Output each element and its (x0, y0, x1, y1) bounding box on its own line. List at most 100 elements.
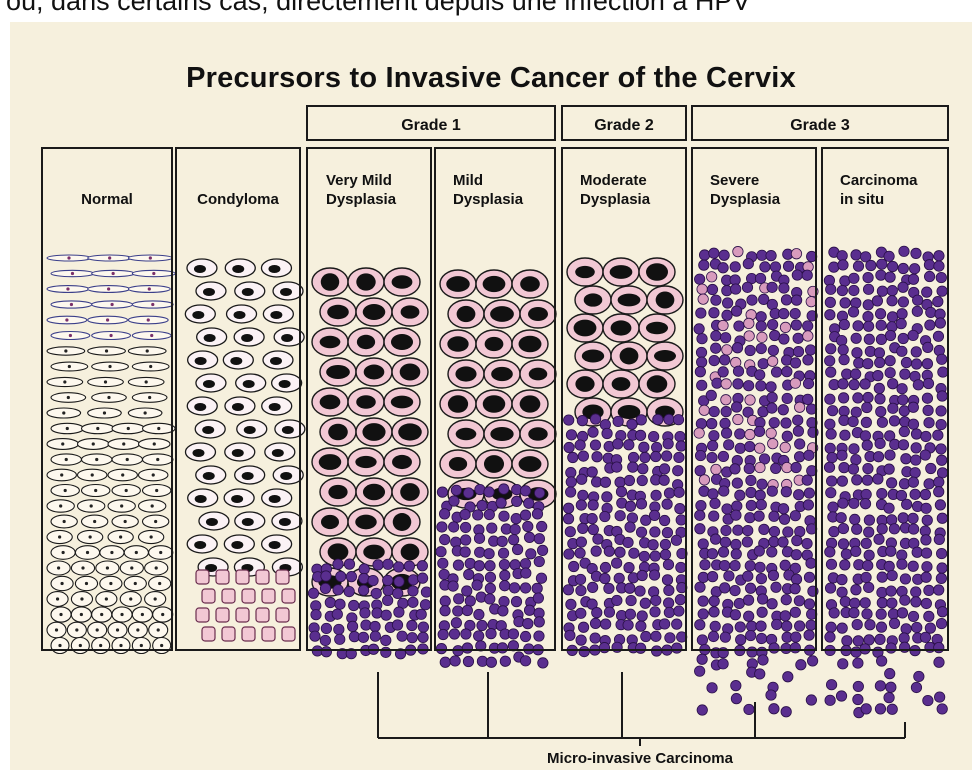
carcinoma-cell (805, 345, 815, 355)
dysplastic-nucleus (575, 376, 594, 392)
carcinoma-cell (936, 618, 946, 628)
carcinoma-cell (754, 426, 764, 436)
basal-cell (499, 596, 509, 606)
carcinoma-cell (745, 561, 755, 571)
carcinoma-cell (826, 284, 836, 294)
carcinoma-cell (910, 467, 920, 477)
carcinoma-cell (936, 419, 946, 429)
basal-cell (566, 430, 576, 440)
normal-cell-nucleus (94, 489, 97, 492)
normal-cell-nucleus (60, 582, 63, 585)
column-label-mild-line2: Dysplasia (453, 191, 524, 208)
carcinoma-cell (719, 355, 729, 365)
basal-cell (460, 547, 470, 557)
carcinoma-cell (921, 431, 931, 441)
basal-cell (437, 487, 447, 497)
carcinoma-cell (698, 609, 708, 619)
koilocyte-nucleus (194, 403, 206, 411)
carcinoma-cell (732, 478, 742, 488)
basal-cell (566, 467, 576, 477)
carcinoma-cell (911, 248, 921, 258)
carcinoma-cell (718, 367, 728, 377)
carcinoma-cell (840, 298, 850, 308)
carcinoma-cell (920, 632, 930, 642)
carcinoma-cell (755, 370, 765, 380)
basal-cell (663, 439, 673, 449)
carcinoma-cell (779, 334, 789, 344)
grade-3-header: Grade 3 (692, 106, 948, 140)
basal-cell (676, 515, 686, 525)
carcinoma-cell (825, 356, 835, 366)
basal-cell (673, 466, 683, 476)
basal-cell (676, 562, 686, 572)
carcinoma-cell (790, 607, 800, 617)
normal-cell-nucleus (71, 272, 74, 275)
basal-cell (321, 571, 331, 581)
carcinoma-cell (849, 598, 859, 608)
normal-cell-nucleus (81, 566, 84, 569)
carcinoma-cell (934, 585, 944, 595)
carcinoma-cell (901, 624, 911, 634)
carcinoma-cell (864, 515, 874, 525)
basal-cell (417, 573, 427, 583)
dysplastic-nucleus (647, 375, 668, 392)
normal-cell-nucleus (155, 566, 158, 569)
normal-cell-nucleus (147, 318, 150, 321)
carcinoma-cell (720, 418, 730, 428)
carcinoma-cell (712, 378, 722, 388)
normal-cell-nucleus (65, 318, 68, 321)
basal-cell (675, 594, 685, 604)
carcinoma-cell (731, 680, 741, 690)
basal-cell (407, 620, 417, 630)
basal-cell (372, 608, 382, 618)
carcinoma-cell (848, 307, 858, 317)
carcinoma-cell (709, 430, 719, 440)
carcinoma-cell (911, 347, 921, 357)
carcinoma-cell (849, 498, 859, 508)
carcinoma-cell (718, 451, 728, 461)
carcinoma-cell (709, 607, 719, 617)
carcinoma-cell (836, 335, 846, 345)
carcinoma-cell (768, 570, 778, 580)
basal-cell (588, 524, 598, 534)
carcinoma-cell (837, 623, 847, 633)
basal-cell (485, 583, 495, 593)
carcinoma-cell (699, 260, 709, 270)
normal-cell-nucleus (60, 473, 63, 476)
basal-cell (576, 635, 586, 645)
basal-cell (437, 522, 447, 532)
carcinoma-cell (865, 346, 875, 356)
koilocyte-nucleus (192, 311, 204, 319)
basal-cell (576, 585, 586, 595)
basal-cell (465, 558, 475, 568)
carcinoma-cell (853, 658, 863, 668)
carcinoma-cell (921, 598, 931, 608)
carcinoma-cell (826, 344, 836, 354)
carcinoma-cell (771, 367, 781, 377)
condyloma-basal-cell (196, 608, 209, 622)
normal-cell-nucleus (108, 256, 111, 259)
carcinoma-cell (837, 250, 847, 260)
normal-cell-nucleus (125, 489, 128, 492)
carcinoma-cell (849, 273, 859, 283)
carcinoma-cell (911, 359, 921, 369)
carcinoma-cell (911, 597, 921, 607)
normal-cell-nucleus (79, 644, 82, 647)
normal-cell-nucleus (66, 287, 69, 290)
carcinoma-cell (699, 405, 709, 415)
carcinoma-cell (877, 572, 887, 582)
condyloma-basal-cell (242, 589, 255, 603)
carcinoma-cell (863, 272, 873, 282)
normal-cell-nucleus (148, 287, 151, 290)
basal-cell (511, 496, 521, 506)
carcinoma-cell (934, 657, 944, 667)
basal-cell (381, 635, 391, 645)
normal-cell-nucleus (144, 411, 147, 414)
koilocyte-nucleus (195, 495, 207, 503)
carcinoma-cell (838, 523, 848, 533)
basal-cell (659, 515, 669, 525)
carcinoma-cell (897, 383, 907, 393)
basal-cell (623, 537, 633, 547)
basal-cell (614, 573, 624, 583)
basal-cell (662, 527, 672, 537)
